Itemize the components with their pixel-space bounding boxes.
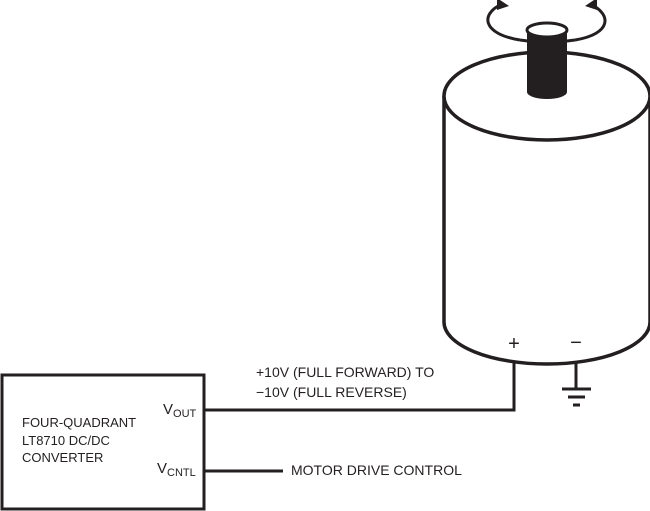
ground-icon: [562, 363, 591, 407]
motor-drive-control-label: MOTOR DRIVE CONTROL: [291, 462, 462, 478]
vout-pin-label: VOUT: [163, 401, 197, 420]
motor-plus-terminal: +: [508, 333, 520, 355]
vcntl-pin-main: V: [157, 460, 167, 477]
vcntl-pin-label: VCNTL: [157, 460, 196, 479]
vcntl-pin-sub: CNTL: [167, 467, 196, 479]
vout-pin-main: V: [163, 401, 173, 418]
rotation-arrow-icon: [486, 0, 607, 44]
output-range-label-line-2: −10V (FULL REVERSE): [256, 384, 407, 400]
vout-pin-sub: OUT: [173, 408, 197, 420]
converter-block: FOUR-QUADRANT LT8710 DC/DC CONVERTER VOU…: [0, 373, 206, 511]
vout-wire: [205, 363, 516, 412]
converter-label-line-2: LT8710 DC/DC: [22, 433, 110, 448]
output-range-label-line-1: +10V (FULL FORWARD) TO: [256, 364, 434, 380]
motor-body-outline: [442, 96, 650, 366]
motor-minus-terminal: −: [570, 332, 582, 354]
converter-label-line-3: CONVERTER: [22, 450, 103, 465]
converter-label-line-1: FOUR-QUADRANT: [22, 415, 136, 430]
motor-shaft: [525, 21, 569, 99]
motor: + −: [442, 0, 650, 366]
